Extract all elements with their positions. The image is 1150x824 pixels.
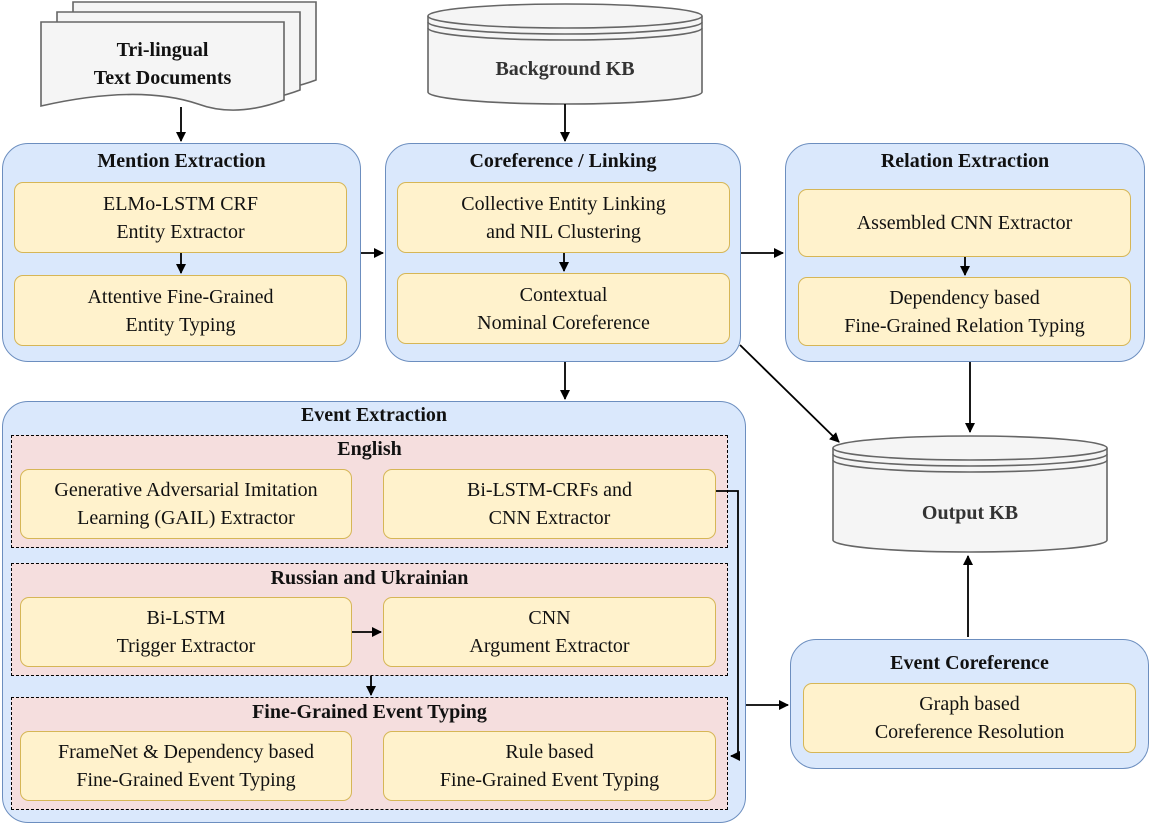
rule-based-typing-box: Rule based Fine-Grained Event Typing: [383, 731, 716, 801]
trigger-extractor-box: Bi-LSTM Trigger Extractor: [20, 597, 352, 667]
arrow-english-to-fine-grained: [716, 490, 740, 761]
arrow-coreference-to-output-kb: [739, 344, 840, 443]
relation-extraction-title: Relation Extraction: [880, 150, 1050, 172]
background-kb-label: Background KB: [495, 58, 635, 80]
output-kb-label: Output KB: [921, 502, 1019, 524]
entity-typing-box: Attentive Fine-Grained Entity Typing: [14, 275, 347, 346]
documents-stack-icon: [40, 1, 317, 111]
cnn-extractor-box: Assembled CNN Extractor: [798, 189, 1131, 257]
entity-linking-box: Collective Entity Linking and NIL Cluste…: [397, 182, 730, 253]
entity-extractor-box: ELMo-LSTM CRF Entity Extractor: [14, 182, 347, 253]
event-coreference-title: Event Coreference: [890, 652, 1049, 674]
english-title: English: [337, 438, 402, 460]
mention-extraction-title: Mention Extraction: [97, 150, 266, 172]
coreference-linking-title: Coreference / Linking: [469, 150, 657, 172]
output-kb-database-icon: [832, 435, 1108, 553]
nominal-coreference-box: Contextual Nominal Coreference: [397, 273, 730, 344]
event-extraction-title: Event Extraction: [300, 404, 448, 426]
bilstm-crf-cnn-box: Bi-LSTM-CRFs and CNN Extractor: [383, 469, 716, 539]
background-kb-database-icon: [427, 3, 703, 105]
framenet-typing-box: FrameNet & Dependency based Fine-Grained…: [20, 731, 352, 801]
documents-label: Tri-lingual Text Documents: [93, 39, 232, 89]
graph-coreference-box: Graph based Coreference Resolution: [803, 683, 1136, 753]
gail-extractor-box: Generative Adversarial Imitation Learnin…: [20, 469, 352, 539]
relation-typing-box: Dependency based Fine-Grained Relation T…: [798, 277, 1131, 346]
russian-ukrainian-title: Russian and Ukrainian: [270, 567, 469, 589]
argument-extractor-box: CNN Argument Extractor: [383, 597, 716, 667]
fine-grained-typing-title: Fine-Grained Event Typing: [252, 701, 487, 723]
